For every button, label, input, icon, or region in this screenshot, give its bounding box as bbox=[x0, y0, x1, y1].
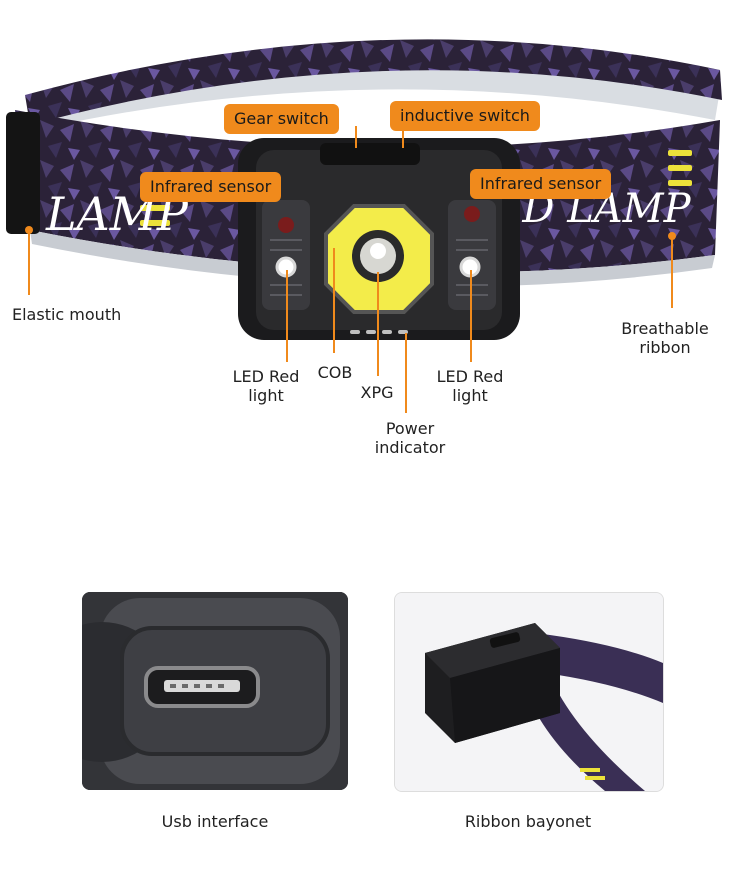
infrared-sensor-left bbox=[278, 217, 294, 233]
callout-infrared-sensor-left: Infrared sensor bbox=[140, 172, 282, 202]
leader-led-left bbox=[286, 270, 288, 362]
power-indicator-dots bbox=[350, 330, 408, 334]
elastic-buckle bbox=[6, 112, 40, 234]
infrared-sensor-right bbox=[464, 206, 480, 222]
callout-infrared-sensor-right: Infrared sensor bbox=[470, 169, 612, 199]
bayonet-photo bbox=[394, 592, 664, 792]
leader-dot bbox=[25, 226, 33, 234]
leader-elastic-mouth bbox=[28, 230, 30, 295]
headlamp-illustration: LAMP SD LAMP bbox=[6, 39, 722, 340]
strap-back bbox=[25, 39, 722, 125]
callout-inductive-switch: inductive switch bbox=[390, 101, 540, 131]
leader-inductive-switch bbox=[402, 126, 404, 148]
strap-edge bbox=[30, 230, 715, 287]
leader-dot bbox=[668, 232, 676, 240]
leader-power bbox=[405, 333, 407, 413]
leader-xpg bbox=[377, 272, 379, 376]
leader-breathable-ribbon bbox=[671, 238, 673, 308]
leader-gear-switch bbox=[355, 126, 357, 148]
xpg-led bbox=[370, 243, 386, 259]
callout-gear-switch: Gear switch bbox=[224, 104, 339, 134]
usb-photo bbox=[82, 592, 348, 790]
caption-usb-interface: Usb interface bbox=[161, 812, 269, 831]
caption-ribbon-bayonet: Ribbon bayonet bbox=[464, 812, 592, 831]
label-xpg: XPG bbox=[360, 383, 394, 402]
leader-led-right bbox=[470, 270, 472, 362]
label-cob: COB bbox=[317, 363, 353, 382]
top-switch-housing bbox=[320, 143, 420, 165]
leader-cob bbox=[333, 248, 335, 353]
label-elastic-mouth: Elastic mouth bbox=[12, 305, 122, 324]
